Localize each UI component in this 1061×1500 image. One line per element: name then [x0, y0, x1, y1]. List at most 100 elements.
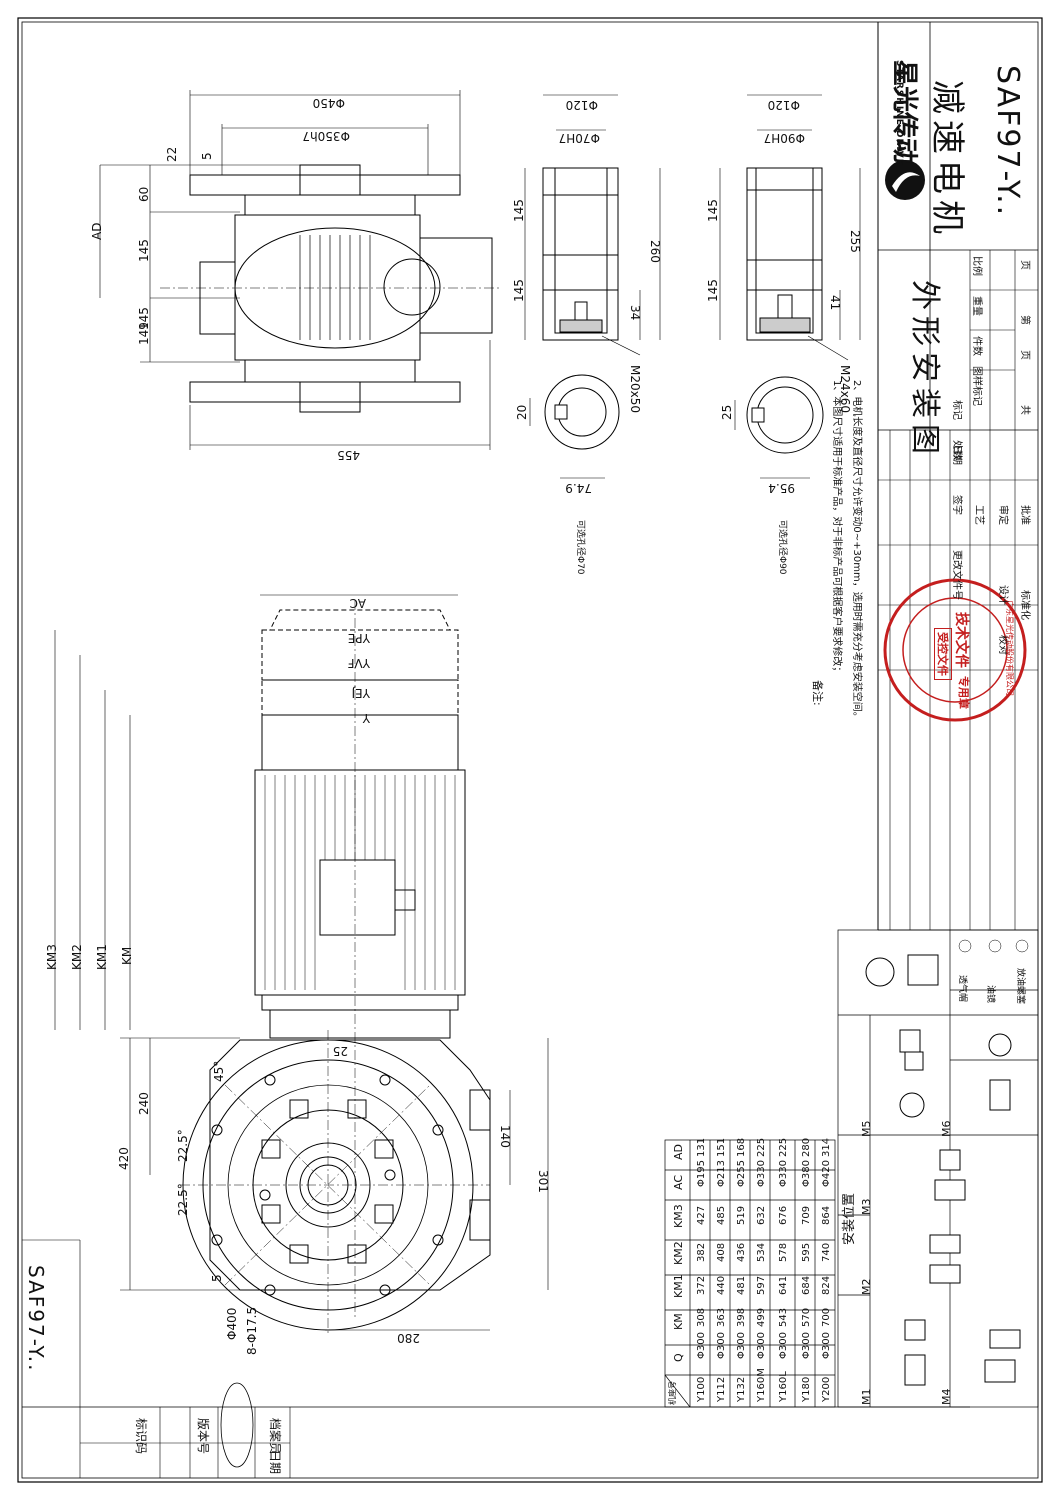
label-ye2: 页: [1019, 260, 1030, 270]
dim-flange-bolts: 8-Φ17.5: [245, 1306, 259, 1355]
table-cell: Φ213: [716, 1160, 727, 1187]
dim-s70-145b: 145: [512, 279, 526, 302]
table-frame-size: Y132: [736, 1376, 747, 1402]
table-cell: 481: [736, 1275, 747, 1295]
strip-label-danganyuan: 档案员: [268, 1418, 282, 1455]
label-riqi: 日期: [951, 445, 962, 465]
dim-flange-22-5b: 22.5°: [176, 1183, 190, 1216]
table-cell: 485: [716, 1205, 727, 1225]
table-cell: 684: [801, 1275, 812, 1295]
table-h-AD: AD: [672, 1144, 685, 1160]
mount-M4: M4: [940, 1388, 953, 1406]
dim-s90-41: 41: [828, 295, 842, 311]
table-cell: 308: [696, 1307, 707, 1327]
dim-flange-phi400: Φ400: [225, 1307, 239, 1340]
stamp-line-1: 技术文件: [953, 612, 969, 668]
dim-flange-5: 5: [210, 1274, 224, 1282]
left-model-label: SAF97-Y..: [24, 1265, 48, 1373]
dim-flange-240: 240: [137, 1092, 151, 1115]
label-shuliang: 件数: [971, 336, 982, 356]
brand-name-en: STARSHINE DRIVE: [894, 60, 904, 166]
table-cell: 168: [736, 1137, 747, 1157]
label-gong: 共: [1019, 405, 1030, 415]
dim-YVF: YVF: [347, 656, 370, 670]
table-cell: 151: [716, 1137, 727, 1157]
table-corner: 机座号: [668, 1381, 677, 1405]
table-cell: 709: [801, 1205, 812, 1225]
table-frame-size: Y160L: [778, 1371, 789, 1402]
dim-phi350h7: Φ350h7: [302, 129, 350, 143]
dim-AC: AC: [349, 596, 366, 610]
dim-Y: Y: [362, 711, 370, 725]
dim-s90-95: 95.4: [768, 481, 795, 495]
stamp-line-3: 受控文件: [934, 628, 952, 680]
table-cell: 740: [821, 1242, 832, 1262]
dim-5: 5: [200, 152, 214, 160]
table-cell: Φ330: [756, 1160, 767, 1187]
caption-s90: 可选孔径Φ90: [777, 520, 787, 575]
mount-M6: M6: [940, 1120, 953, 1138]
table-cell: Φ420: [821, 1160, 832, 1187]
stamp-line-2: 专用章: [957, 676, 970, 709]
caption-s70: 可选孔径Φ70: [575, 520, 585, 575]
dim-s90-255: 255: [848, 230, 862, 253]
table-cell: 314: [821, 1137, 832, 1157]
table-cell: 519: [736, 1205, 747, 1225]
dim-KM: KM: [120, 946, 134, 965]
dim-KM2: KM2: [70, 944, 84, 970]
dim-149: 149: [137, 322, 151, 345]
dim-s70-thread: M20x50: [628, 365, 642, 413]
table-cell: 676: [778, 1205, 789, 1225]
dim-flange-45deg: 45°: [212, 1060, 226, 1082]
table-cell: Φ255: [736, 1160, 747, 1187]
dim-YEJ: YEJ: [351, 686, 370, 700]
table-cell: Φ300: [801, 1332, 812, 1359]
mount-M3: M3: [860, 1198, 873, 1216]
dim-145a: 145: [137, 239, 151, 262]
table-h-AC: AC: [672, 1174, 685, 1190]
table-h-KM1: KM1: [672, 1274, 685, 1298]
label-qianzi: 签字: [951, 495, 962, 515]
table-cell: 382: [696, 1242, 707, 1262]
table-cell: 597: [756, 1275, 767, 1295]
dim-flange-140: 140: [498, 1125, 512, 1148]
mount-M5: M5: [860, 1120, 873, 1138]
dim-22: 22: [165, 146, 179, 162]
dim-YPE: YPE: [347, 631, 370, 645]
model-number: SAF97-Y..: [990, 65, 1025, 218]
notes-heading: 备注:: [811, 680, 824, 706]
table-cell: 534: [756, 1242, 767, 1262]
label-ye1: 页: [1019, 350, 1030, 360]
table-cell: Φ330: [778, 1160, 789, 1187]
table-cell: 543: [778, 1307, 789, 1327]
label-tuyang: 图样标记: [971, 366, 982, 406]
label-biaozhunhua: 标准化: [1019, 590, 1030, 620]
table-cell: Φ300: [716, 1332, 727, 1359]
table-cell: 372: [696, 1275, 707, 1295]
dim-KM1: KM1: [95, 944, 109, 970]
label-bili: 比例: [971, 256, 982, 276]
table-cell: 641: [778, 1275, 789, 1295]
table-h-KM3: KM3: [672, 1204, 685, 1228]
dim-flange-280: 280: [397, 1331, 420, 1345]
mount-M2: M2: [860, 1278, 873, 1296]
dim-s70-34: 34: [628, 305, 642, 321]
table-frame-size: Y112: [716, 1376, 727, 1402]
table-cell: 700: [821, 1307, 832, 1327]
label-pizhun: 批准: [1019, 505, 1030, 525]
dim-s90-145a: 145: [706, 199, 720, 222]
dim-flange-301: 301: [536, 1170, 550, 1193]
strip-label-banbenhao: 版本号: [196, 1418, 210, 1455]
table-cell: 864: [821, 1205, 832, 1225]
dim-s90-phi90h7: Φ90H7: [763, 131, 805, 145]
table-cell: 427: [696, 1205, 707, 1225]
dim-s90-phi120: Φ120: [767, 98, 800, 112]
stamp-circle: [883, 578, 1027, 722]
dim-s90-25: 25: [720, 404, 734, 420]
table-cell: Φ300: [778, 1332, 789, 1359]
table-cell: 280: [801, 1137, 812, 1157]
table-cell: Φ300: [736, 1332, 747, 1359]
table-cell: Φ300: [821, 1332, 832, 1359]
